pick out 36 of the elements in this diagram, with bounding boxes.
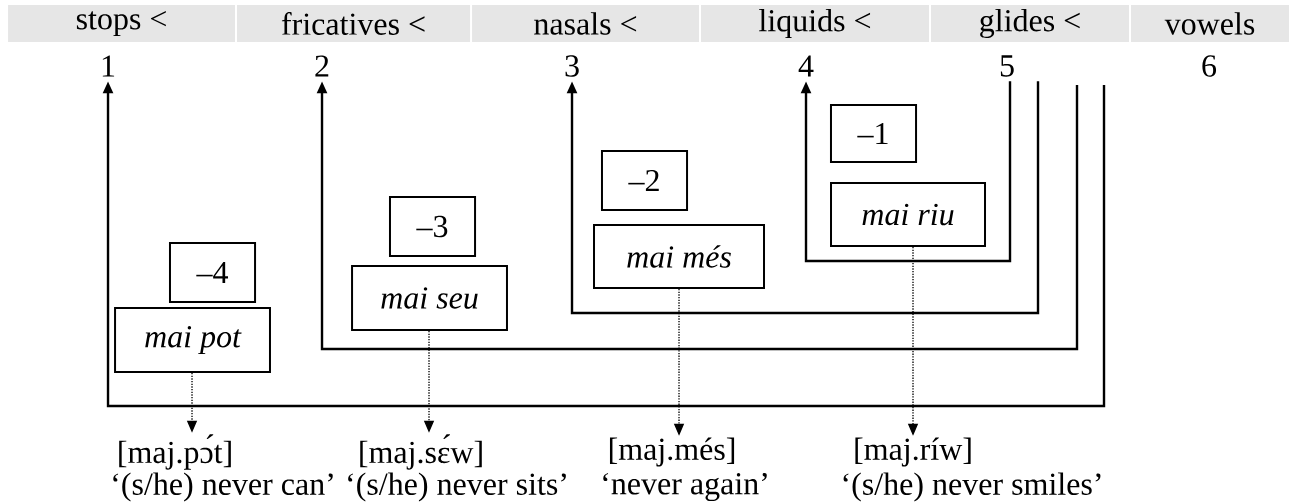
gloss: ‘never again’	[603, 472, 767, 502]
score-box: –4	[169, 242, 257, 303]
number-label: 2	[315, 55, 329, 77]
header-cell: glides <	[931, 5, 1129, 42]
header-cell: nasals <	[472, 5, 699, 42]
bracket-arrow	[800, 81, 1012, 263]
header-cell: vowels	[1131, 5, 1289, 42]
node-label: glides <	[980, 8, 1080, 39]
word-box: mai més	[593, 224, 765, 289]
transcription: [maj.ríw]	[855, 437, 971, 467]
score-box: –2	[601, 150, 689, 211]
header-cell: liquids <	[701, 5, 929, 42]
gloss: ‘(s/he) never sits’	[348, 472, 566, 502]
node-label: stops <	[76, 10, 166, 37]
node-label: fricatives <	[281, 12, 425, 35]
transcription: [maj.sɛ́w]	[360, 434, 482, 470]
gloss: ‘(s/he) never can’	[113, 472, 333, 502]
bracket-arrow	[566, 81, 1040, 315]
node-label: nasals <	[534, 12, 637, 35]
word-box: mai pot	[114, 307, 271, 373]
number-label: 1	[102, 55, 115, 77]
transcription: [maj.més]	[609, 437, 735, 467]
transcription: [maj.pɔ́t]	[119, 434, 231, 470]
score-box: –1	[830, 103, 918, 164]
number-label: 5	[1000, 55, 1014, 77]
word-box: mai riu	[830, 182, 986, 247]
number-label: 6	[1202, 55, 1217, 77]
node-label: vowels	[1164, 12, 1255, 35]
header-cell: fricatives <	[237, 5, 471, 42]
number-label: 4	[798, 55, 814, 77]
node-label: liquids <	[759, 8, 871, 39]
word-box: mai seu	[351, 265, 508, 331]
header-cell: stops <	[8, 5, 235, 42]
number-label: 3	[565, 55, 579, 77]
gloss: ‘(s/he) never smiles’	[843, 472, 1101, 502]
score-box: –3	[389, 196, 477, 257]
